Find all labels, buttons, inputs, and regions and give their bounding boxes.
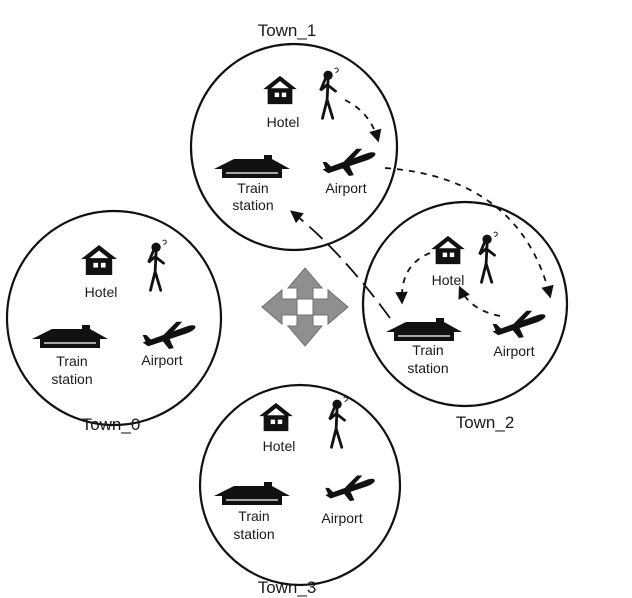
town-2-circle [361,200,569,408]
town-1-train-label-1: Train [237,180,268,196]
airplane-icon [492,310,546,339]
route-hotel-to-airport-town-1 [344,99,382,143]
town-0-hotel-label: Hotel [85,284,118,300]
town-3: Hotel Train station Airport Town_3 [198,383,402,597]
town-2-train-label-1: Train [412,342,443,358]
town-2-hotel-label: Hotel [432,272,465,288]
person-thinking-icon [478,230,502,284]
train-station-icon [385,318,463,342]
route-hotel-to-train-town-2 [395,252,431,305]
town-2: Hotel Train station Airport Town_2 [361,200,569,432]
travel-routes [290,99,554,319]
town-3-train-label-2: station [233,526,274,542]
train-station-icon [213,482,291,506]
house-icon [431,235,465,265]
route-airport-to-hotel-town-2 [458,285,501,317]
town-0-airport-label: Airport [141,352,182,368]
town-1: Town_1 Hotel Train station Airport [189,21,399,252]
town-3-circle [198,383,402,587]
house-icon [81,244,117,276]
town-1-label: Town_1 [258,21,317,40]
house-icon [259,402,293,432]
airplane-icon [322,148,376,177]
route-airport-town-1-to-airport-town-2 [384,167,554,299]
train-station-icon [31,325,109,349]
train-station-icon [213,155,291,179]
town-3-label: Town_3 [258,578,317,597]
person-thinking-icon [147,238,171,292]
airplane-icon [325,475,375,502]
town-0-label: Town_0 [82,415,141,434]
airplane-icon [142,321,196,350]
town-1-circle [189,42,399,252]
house-icon [263,75,297,105]
town-2-airport-label: Airport [493,343,534,359]
person-thinking-icon [319,66,343,120]
route-train-town-2-to-train-town-1 [290,210,391,319]
person-thinking-icon [328,395,352,449]
town-0: Hotel Train station Airport Town_0 [5,209,223,434]
town-0-train-label-1: Train [56,353,87,369]
four-way-arrow-icon [261,267,349,347]
town-3-hotel-label: Hotel [263,438,296,454]
town-3-airport-label: Airport [321,510,362,526]
town-2-train-label-2: station [407,360,448,376]
town-0-circle [5,209,223,427]
town-1-airport-label: Airport [325,180,366,196]
town-0-train-label-2: station [51,371,92,387]
town-3-train-label-1: Train [238,508,269,524]
town-1-hotel-label: Hotel [267,114,300,130]
town-1-train-label-2: station [232,197,273,213]
town-2-label: Town_2 [456,413,515,432]
